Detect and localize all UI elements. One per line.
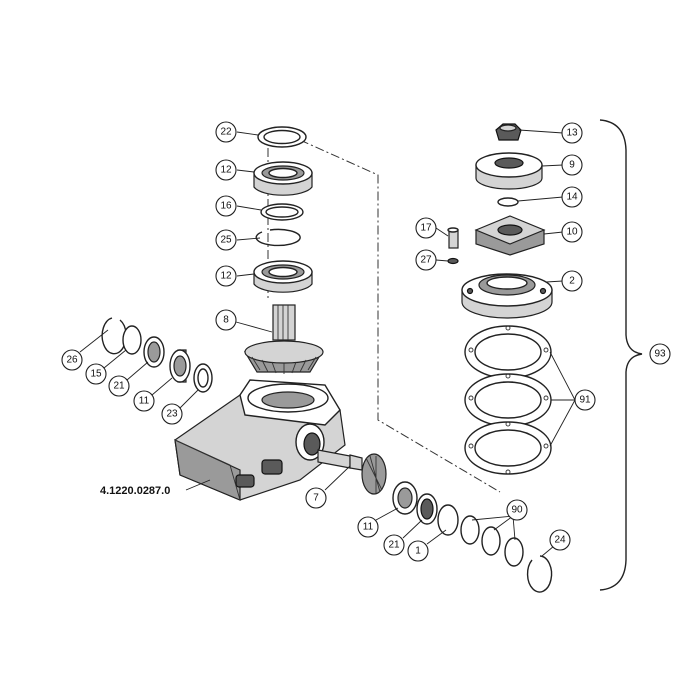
callout-label: 2 — [569, 276, 575, 287]
callout-label: 93 — [654, 349, 666, 360]
callout-label: 13 — [566, 128, 578, 139]
callout-label: 12 — [220, 165, 232, 176]
part-9-cap — [475, 152, 543, 190]
leader-lines — [79, 129, 576, 557]
callout-label: 91 — [579, 395, 591, 406]
callout-16: 16 — [215, 195, 237, 217]
callout-27: 27 — [415, 249, 437, 271]
callout-label: 1 — [415, 546, 421, 557]
part-91-gaskets — [464, 325, 552, 475]
part-11-bearing-right — [392, 481, 418, 515]
callout-22: 22 — [215, 121, 237, 143]
callout-label: 14 — [566, 192, 578, 203]
callout-25: 25 — [215, 229, 237, 251]
callout-12-top: 12 — [215, 159, 237, 181]
callout-label: 17 — [420, 223, 432, 234]
callout-21-right: 21 — [383, 534, 405, 556]
callout-8: 8 — [215, 309, 237, 331]
part-26-circlip-left — [101, 317, 127, 355]
part-23-seal — [193, 363, 213, 393]
part-13-nut — [495, 123, 522, 141]
callout-21-left: 21 — [108, 375, 130, 397]
callout-label: 24 — [554, 535, 566, 546]
callout-15: 15 — [85, 363, 107, 385]
housing-part-number: 4.1220.0287.0 — [100, 485, 170, 497]
callout-1: 1 — [407, 540, 429, 562]
callout-11-left: 11 — [133, 390, 155, 412]
part-90-shims — [460, 515, 524, 567]
callout-90: 90 — [506, 499, 528, 521]
part-27-washer — [447, 257, 459, 265]
part-21-seal-left — [143, 336, 165, 368]
callout-label: 22 — [220, 127, 232, 138]
callout-label: 8 — [223, 315, 229, 326]
callout-label: 27 — [420, 255, 432, 266]
callout-91: 91 — [574, 389, 596, 411]
housing-part-number-label: 4.1220.0287.0 — [100, 479, 211, 497]
callout-9: 9 — [561, 154, 583, 176]
callout-label: 11 — [363, 522, 374, 533]
callout-11-right: 11 — [357, 516, 379, 538]
callout-label: 11 — [139, 396, 150, 407]
part-11-bearing-left — [169, 349, 191, 383]
callout-14: 14 — [561, 186, 583, 208]
callout-label: 21 — [388, 540, 400, 551]
callout-2: 2 — [561, 270, 583, 292]
part-7-input-shaft — [317, 449, 387, 495]
part-22-seal — [257, 126, 307, 148]
callout-label: 16 — [220, 201, 232, 212]
part-24-circlip-right — [526, 555, 553, 593]
part-14-o-ring — [497, 197, 519, 207]
callout-17: 17 — [415, 217, 437, 239]
callout-13: 13 — [561, 122, 583, 144]
part-12-bearing-bottom — [253, 260, 313, 293]
callout-label: 12 — [220, 271, 232, 282]
callout-label: 25 — [220, 235, 232, 246]
part-15-ring — [122, 325, 142, 355]
callout-label: 9 — [569, 160, 575, 171]
part-10-hub — [474, 215, 546, 256]
callout-7: 7 — [305, 487, 327, 509]
callout-12-bottom: 12 — [215, 265, 237, 287]
callout-23: 23 — [161, 403, 183, 425]
part-12-bearing-top — [253, 161, 313, 196]
part-8-bevel-gear-shaft — [243, 304, 324, 374]
callout-10: 10 — [561, 221, 583, 243]
callout-label: 15 — [90, 369, 102, 380]
callout-label: 90 — [511, 505, 523, 516]
assembly-93-bracket — [599, 119, 643, 591]
part-17-bolt — [447, 227, 459, 249]
callout-24: 24 — [549, 529, 571, 551]
callout-label: 10 — [566, 227, 578, 238]
callout-26: 26 — [61, 349, 83, 371]
part-21-seal-right — [416, 493, 438, 525]
part-2-flange — [461, 273, 553, 319]
callout-label: 23 — [166, 409, 178, 420]
part-25-circlip — [255, 228, 301, 247]
callout-label: 26 — [66, 355, 78, 366]
part-1-ring — [437, 504, 459, 536]
callout-93: 93 — [649, 343, 671, 365]
callout-label: 7 — [313, 493, 319, 504]
gearbox-housing — [174, 379, 346, 501]
part-16-ring — [260, 203, 304, 221]
callout-label: 21 — [113, 381, 125, 392]
